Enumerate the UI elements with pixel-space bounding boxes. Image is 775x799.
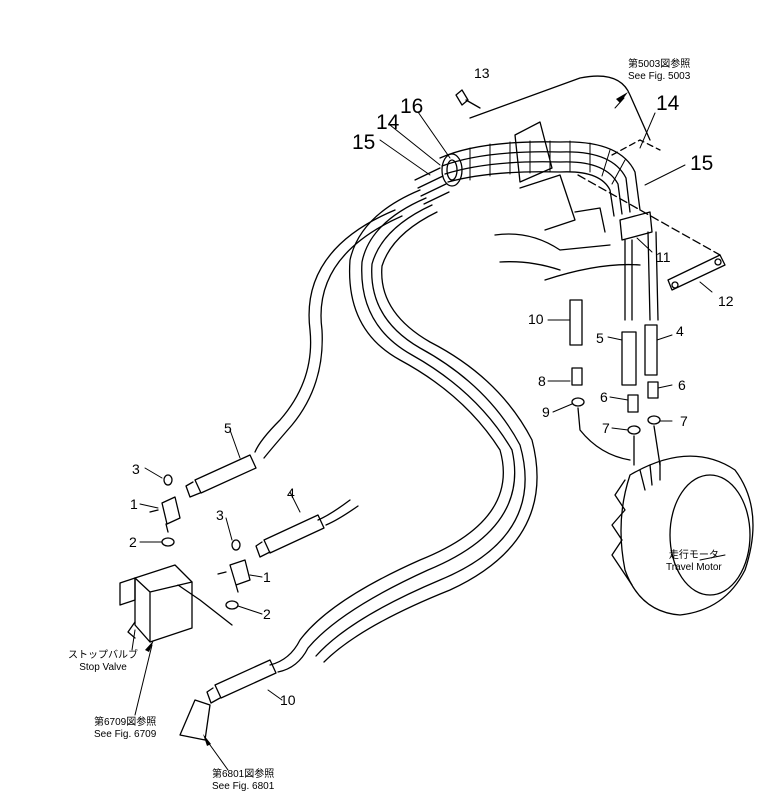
part-label-15-right: 15 <box>690 152 714 175</box>
part-label-5-bottom: 5 <box>224 420 232 436</box>
ref-fig-6709: 第6709図参照 See Fig. 6709 <box>94 717 156 741</box>
travel-motor-en: Travel Motor <box>666 562 722 573</box>
part-label-5-top: 5 <box>596 330 604 346</box>
travel-motor-drawing <box>611 455 754 616</box>
part-label-7-right: 7 <box>680 413 688 429</box>
stop-valve-drawing <box>119 564 233 741</box>
ref-fig-6801: 第6801図参照 See Fig. 6801 <box>212 769 274 793</box>
part-label-14-left: 14 <box>376 111 400 134</box>
leader-lines <box>131 97 726 771</box>
part-label-11: 11 <box>656 249 671 265</box>
travel-motor-jp: 走行モータ <box>668 550 719 561</box>
part-label-10-bottom: 10 <box>280 692 296 708</box>
part-label-6-left: 6 <box>600 389 608 405</box>
part-label-4-top: 4 <box>676 323 684 339</box>
part-label-7-left: 7 <box>602 420 610 436</box>
part-label-15-left: 15 <box>352 131 376 154</box>
arrow-heads <box>145 92 628 746</box>
ref-fig-5003: 第5003図参照 See Fig. 5003 <box>628 59 690 83</box>
part-label-2-right: 2 <box>263 606 271 622</box>
hose-bundle <box>414 140 659 321</box>
ref-fig-6801-jp: 第6801図参照 <box>212 769 275 780</box>
ref-fig-5003-jp: 第5003図参照 <box>628 59 691 70</box>
part-label-1-left: 1 <box>130 496 138 512</box>
part-label-3-right: 3 <box>216 507 224 523</box>
stop-valve-jp: ストップバルブ <box>68 650 138 661</box>
ref-fig-6709-jp: 第6709図参照 <box>94 717 157 728</box>
part-label-16: 16 <box>400 95 424 118</box>
part-label-12: 12 <box>718 293 734 309</box>
part-label-10-top: 10 <box>528 311 544 327</box>
part-label-6-right: 6 <box>678 377 686 393</box>
part-label-3-left: 3 <box>132 461 140 477</box>
fittings-left <box>149 454 325 704</box>
travel-motor-caption: 走行モータ Travel Motor <box>666 550 722 574</box>
fittings-right <box>455 89 726 466</box>
part-label-14-right: 14 <box>656 92 680 115</box>
ref-fig-6709-en: See Fig. 6709 <box>94 729 157 740</box>
ref-fig-5003-en: See Fig. 5003 <box>628 71 691 82</box>
frame-outline <box>469 75 721 281</box>
ref-fig-6801-en: See Fig. 6801 <box>212 781 275 792</box>
part-label-4-bottom: 4 <box>287 485 295 501</box>
part-label-1-right: 1 <box>263 569 271 585</box>
stop-valve-en: Stop Valve <box>79 662 127 673</box>
part-label-9: 9 <box>542 404 550 420</box>
part-label-13: 13 <box>474 65 490 81</box>
part-label-8: 8 <box>538 373 546 389</box>
long-hoses <box>254 189 538 673</box>
part-label-2-left: 2 <box>129 534 137 550</box>
stop-valve-caption: ストップバルブ Stop Valve <box>68 650 138 674</box>
